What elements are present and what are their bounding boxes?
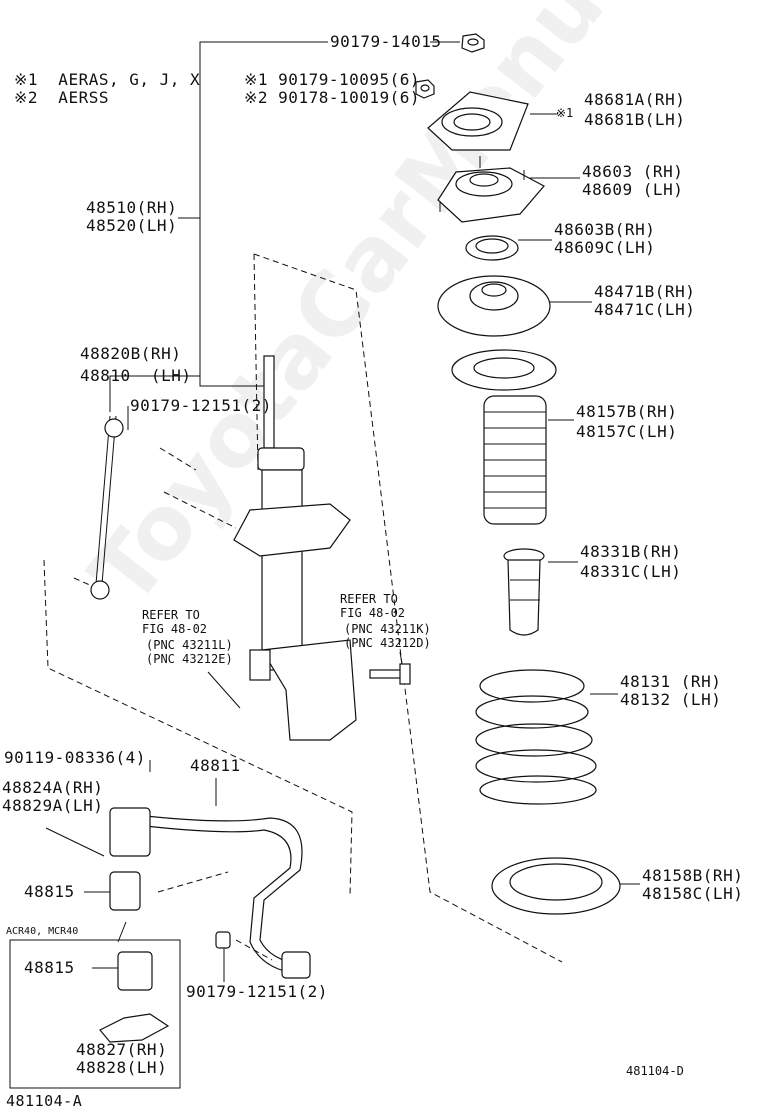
label-48331c: 48331C(LH) bbox=[580, 562, 682, 581]
label-90179-10095: ※1 90179-10095(6) bbox=[244, 70, 421, 89]
label-48510: 48510(RH) bbox=[86, 198, 178, 217]
refer-left-line-2: FIG 48-02 bbox=[142, 622, 208, 636]
refer-right-line-1: REFER TO bbox=[340, 592, 398, 606]
figure-code-left: 481104-A bbox=[6, 1092, 83, 1110]
label-48520: 48520(LH) bbox=[86, 216, 178, 235]
note-1: ※1 AERAS, G, J, X bbox=[14, 70, 201, 89]
stabilizer-link-shape bbox=[90, 415, 124, 600]
stabilizer-bar-shape bbox=[109, 807, 311, 979]
label-48158b: 48158B(RH) bbox=[642, 866, 744, 885]
top-nut-shape bbox=[461, 33, 485, 53]
label-48820b: 48820B(RH) bbox=[80, 344, 182, 363]
leader-lines bbox=[45, 41, 640, 1040]
label-48157c: 48157C(LH) bbox=[576, 422, 678, 441]
figure-code-right: 481104-D bbox=[626, 1064, 684, 1078]
label-90179-12151-upper: 90179-12151(2) bbox=[130, 396, 272, 415]
label-48609c: 48609C(LH) bbox=[554, 238, 656, 257]
mount-nut-shape bbox=[415, 79, 435, 99]
label-48603b: 48603B(RH) bbox=[554, 220, 656, 239]
label-48815-lower: 48815 bbox=[24, 958, 75, 977]
label-90178-10019: ※2 90178-10019(6) bbox=[244, 88, 421, 107]
label-48824a: 48824A(RH) bbox=[2, 778, 104, 797]
dust-boot-shape bbox=[451, 349, 557, 525]
label-48811: 48811 bbox=[190, 756, 241, 775]
strut-mount-shape bbox=[437, 156, 545, 223]
coil-spring-shape bbox=[475, 669, 597, 805]
refer-left-line-1: REFER TO bbox=[142, 608, 200, 622]
label-48815-upper: 48815 bbox=[24, 882, 75, 901]
label-90119-08336: 90119-08336(4) bbox=[4, 748, 146, 767]
label-48157b: 48157B(RH) bbox=[576, 402, 678, 421]
dashed-guide-lines bbox=[43, 253, 563, 963]
label-48827: 48827(RH) bbox=[76, 1040, 168, 1059]
bump-stop-shape bbox=[503, 548, 545, 636]
refer-right-line-2: FIG 48-02 bbox=[340, 606, 406, 620]
note-2: ※2 AERSS bbox=[14, 88, 109, 107]
label-48603: 48603 (RH) bbox=[582, 162, 684, 181]
label-48132: 48132 (LH) bbox=[620, 690, 722, 709]
lower-insulator-shape bbox=[491, 857, 621, 915]
label-48681a: 48681A(RH) bbox=[584, 90, 686, 109]
label-48158c: 48158C(LH) bbox=[642, 884, 744, 903]
strut-body-shape bbox=[233, 355, 357, 741]
label-48471c: 48471C(LH) bbox=[594, 300, 696, 319]
refer-right-line-3: (PNC 43211K) bbox=[344, 622, 431, 636]
acr-inset-frame bbox=[9, 939, 181, 1089]
mark-1: ※1 bbox=[556, 106, 574, 120]
label-48828: 48828(LH) bbox=[76, 1058, 168, 1077]
acr-note: ACR40, MCR40 bbox=[6, 926, 79, 937]
label-48471b: 48471B(RH) bbox=[594, 282, 696, 301]
label-90179-14015: 90179-14015 bbox=[330, 32, 442, 51]
label-48131: 48131 (RH) bbox=[620, 672, 722, 691]
label-90179-12151-lower: 90179-12151(2) bbox=[186, 982, 328, 1001]
inset-bushing-shape bbox=[99, 951, 170, 1043]
label-48331b: 48331B(RH) bbox=[580, 542, 682, 561]
label-48810: 48810 (LH) bbox=[80, 366, 192, 385]
label-48681b: 48681B(LH) bbox=[584, 110, 686, 129]
label-48609: 48609 (LH) bbox=[582, 180, 684, 199]
refer-left-line-3: (PNC 43211L) bbox=[146, 638, 233, 652]
bearing-shape bbox=[465, 235, 519, 261]
label-48829a: 48829A(LH) bbox=[2, 796, 104, 815]
upper-spring-seat-shape bbox=[437, 275, 551, 337]
refer-right-line-4: (PNC 43212D) bbox=[344, 636, 431, 650]
upper-insulator-shape bbox=[427, 91, 529, 151]
refer-left-line-4: (PNC 43212E) bbox=[146, 652, 233, 666]
bolt-shape bbox=[369, 663, 411, 685]
